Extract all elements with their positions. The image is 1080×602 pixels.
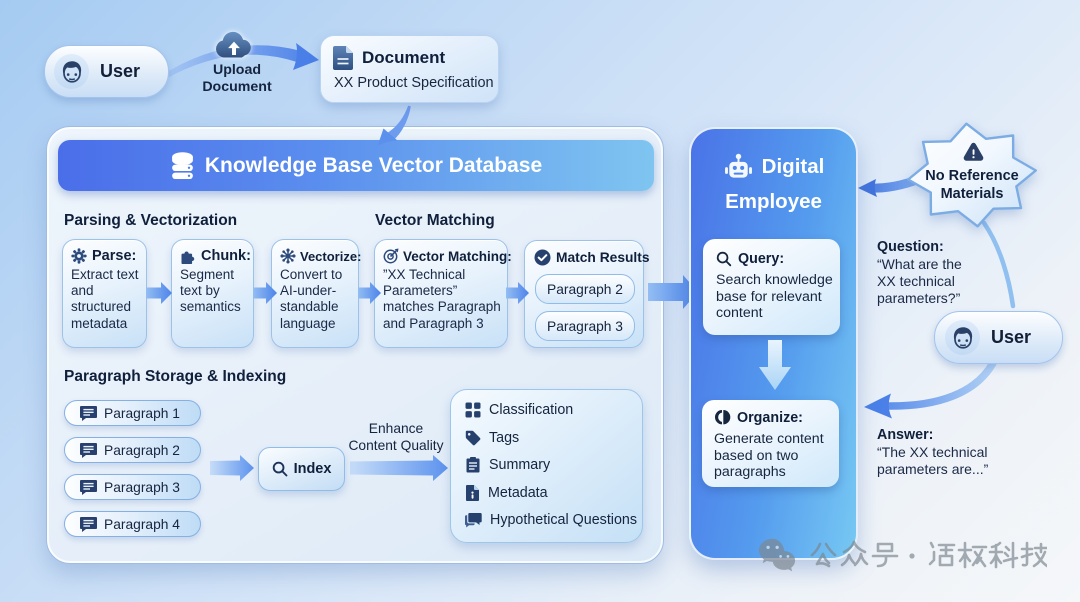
svg-text:No Reference: No Reference	[925, 168, 1018, 184]
svg-text:Materials: Materials	[941, 186, 1004, 202]
